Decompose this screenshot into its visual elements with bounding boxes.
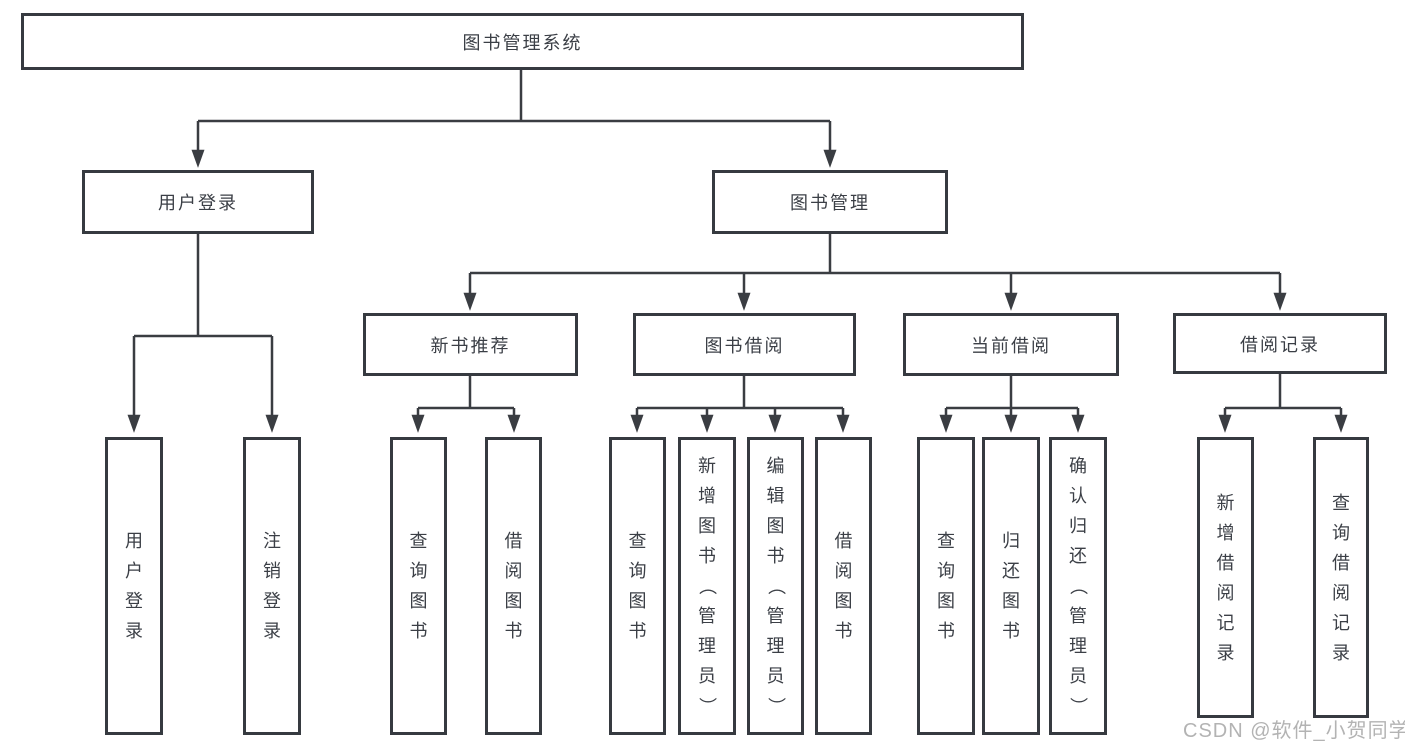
leaf-query-books-current: 查询图书 (917, 437, 975, 735)
leaf-user-login-label: 用户登录 (125, 531, 143, 641)
connector-book-management-branch (463, 234, 1287, 311)
connector-user-login-branch (127, 234, 279, 433)
node-borrowing-records: 借阅记录 (1173, 313, 1387, 374)
leaf-query-books-recommend-label: 查询图书 (409, 531, 428, 641)
leaf-edit-book-admin: 编辑图书（管理员） (747, 437, 804, 735)
node-root-label: 图书管理系统 (462, 32, 583, 53)
leaf-borrow-books-label: 借阅图书 (834, 531, 853, 641)
node-book-borrowing-label: 图书借阅 (704, 335, 785, 356)
node-borrowing-records-label: 借阅记录 (1240, 334, 1320, 355)
leaf-confirm-return-admin: 确认归还（管理员） (1049, 437, 1107, 735)
node-new-book-recommendation-label: 新书推荐 (430, 335, 511, 356)
leaf-confirm-return-admin-label: 确认归还（管理员） (1068, 456, 1088, 715)
leaf-borrow-books: 借阅图书 (815, 437, 872, 735)
connector-borrow-records-branch (1218, 374, 1348, 433)
leaf-query-borrow-record: 查询借阅记录 (1313, 437, 1369, 718)
node-new-book-recommendation: 新书推荐 (363, 313, 578, 376)
leaf-logout-label: 注销登录 (263, 531, 281, 641)
node-book-management: 图书管理 (712, 170, 948, 234)
node-root: 图书管理系统 (21, 13, 1024, 70)
leaf-return-books: 归还图书 (982, 437, 1040, 735)
connector-root-branch (191, 70, 837, 168)
node-book-management-label: 图书管理 (790, 193, 870, 213)
leaf-add-book-admin-label: 新增图书（管理员） (697, 456, 717, 715)
watermark-text: CSDN @软件_小贺同学 (1183, 720, 1405, 742)
leaf-add-borrow-record: 新增借阅记录 (1197, 437, 1254, 718)
leaf-borrow-books-recommend: 借阅图书 (485, 437, 542, 735)
leaf-query-books-current-label: 查询图书 (937, 531, 955, 641)
leaf-logout: 注销登录 (243, 437, 301, 735)
node-current-borrowing-label: 当前借阅 (971, 335, 1051, 356)
leaf-query-borrow-record-label: 查询借阅记录 (1332, 492, 1350, 663)
leaf-return-books-label: 归还图书 (1002, 531, 1020, 641)
leaf-add-book-admin: 新增图书（管理员） (678, 437, 736, 735)
node-user-login: 用户登录 (82, 170, 314, 234)
leaf-query-books-borrow: 查询图书 (609, 437, 666, 735)
connector-book-borrow-branch (630, 376, 850, 433)
leaf-borrow-books-recommend-label: 借阅图书 (504, 531, 523, 641)
node-current-borrowing: 当前借阅 (903, 313, 1119, 376)
leaf-query-books-borrow-label: 查询图书 (628, 531, 647, 641)
leaf-edit-book-admin-label: 编辑图书（管理员） (765, 456, 786, 715)
leaf-user-login: 用户登录 (105, 437, 163, 735)
connector-current-borrow-branch (939, 376, 1085, 433)
leaf-query-books-recommend: 查询图书 (390, 437, 447, 735)
connector-new-book-branch (411, 376, 521, 433)
leaf-add-borrow-record-label: 新增借阅记录 (1216, 492, 1235, 663)
node-user-login-label: 用户登录 (158, 193, 238, 213)
node-book-borrowing: 图书借阅 (633, 313, 856, 376)
